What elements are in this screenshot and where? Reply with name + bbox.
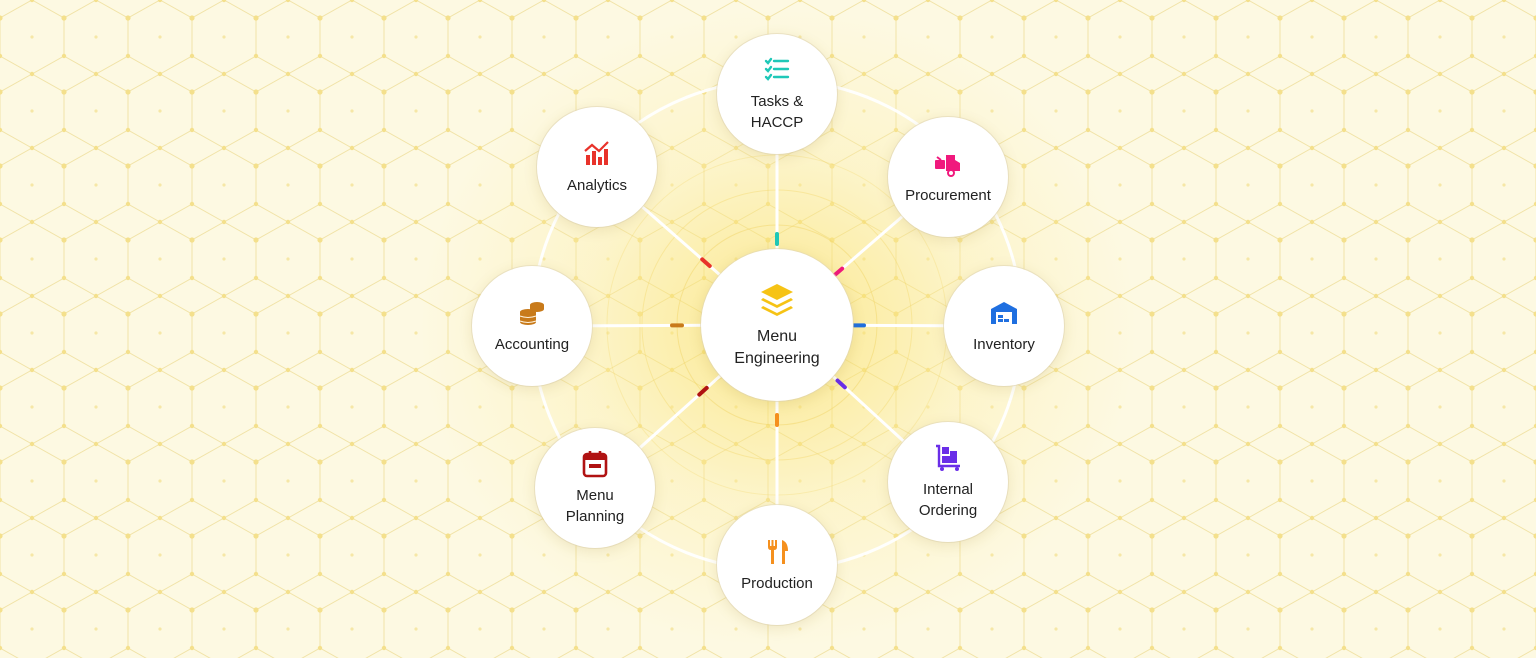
- spoke-accent: [697, 385, 709, 397]
- fork-knife-icon: [768, 539, 788, 564]
- node-production[interactable]: Production: [717, 505, 837, 625]
- delivery-truck-icon: [935, 154, 960, 177]
- stacked-layers-icon: [761, 284, 793, 316]
- node-label: Procurement: [905, 186, 991, 204]
- center-node-menu-engineering[interactable]: Menu Engineering: [701, 249, 853, 401]
- node-label: Tasks & HACCP: [750, 93, 804, 131]
- node-procurement[interactable]: Procurement: [888, 117, 1008, 237]
- node-label: Analytics: [566, 176, 628, 194]
- node-analytics[interactable]: Analytics: [537, 107, 657, 227]
- warehouse-icon: [991, 301, 1017, 324]
- node-label: Internal Ordering: [918, 481, 978, 519]
- connector-accents: [669, 232, 867, 427]
- trolley-boxes-icon: [936, 444, 960, 471]
- center-node-label: Menu Engineering: [734, 328, 820, 367]
- spoke-accent: [835, 378, 847, 390]
- node-accounting[interactable]: Accounting: [472, 266, 592, 386]
- calendar-icon: [582, 451, 608, 478]
- node-inventory[interactable]: Inventory: [944, 266, 1064, 386]
- coin-stack-icon: [519, 301, 544, 325]
- node-internal-ordering[interactable]: Internal Ordering: [888, 422, 1008, 542]
- node-label: Inventory: [973, 335, 1035, 353]
- node-label: Accounting: [494, 335, 570, 353]
- chart-trend-icon: [584, 140, 609, 165]
- node-menu-planning[interactable]: Menu Planning: [535, 428, 655, 548]
- node-tasks-haccp[interactable]: Tasks & HACCP: [717, 34, 837, 154]
- checklist-icon: [764, 57, 790, 81]
- spoke-accent: [700, 257, 712, 268]
- node-label: Production: [741, 574, 813, 592]
- node-label: Menu Planning: [565, 487, 625, 525]
- spoke-accent: [832, 266, 845, 278]
